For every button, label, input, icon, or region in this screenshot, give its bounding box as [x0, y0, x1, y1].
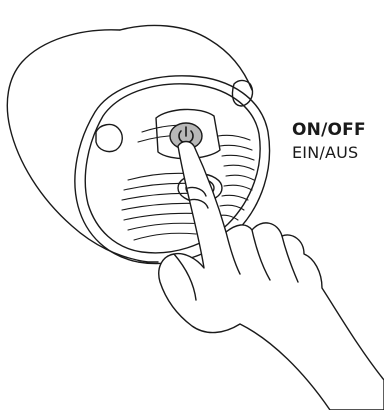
power-label-de: EIN/AUS [292, 143, 358, 162]
device-body [7, 30, 158, 262]
pressing-hand [159, 142, 384, 410]
device-body-top-edge [120, 25, 252, 90]
power-label-en: ON/OFF [292, 120, 366, 140]
left-latch [96, 125, 122, 152]
